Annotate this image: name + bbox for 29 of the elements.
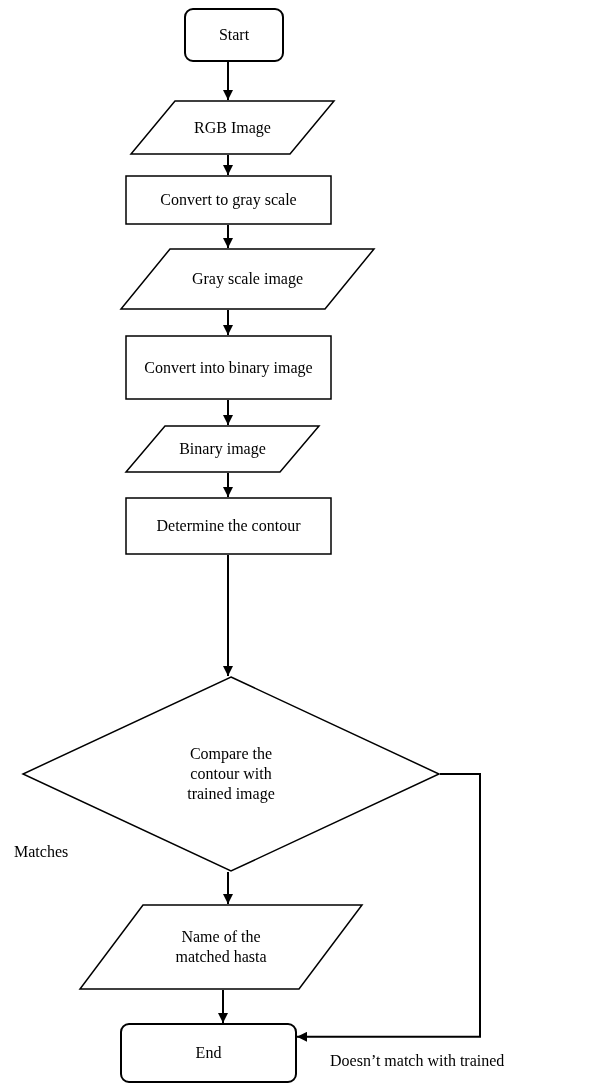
process-box	[125, 175, 332, 225]
input-output-parallelogram	[125, 425, 320, 473]
arrow	[223, 224, 233, 249]
arrow	[223, 154, 233, 176]
node-text: RGB Image	[194, 117, 271, 138]
node-text: Determine the contour	[156, 516, 301, 536]
node-text: Convert into binary image	[144, 357, 313, 378]
node-text: Convert to gray scale	[160, 190, 297, 210]
node-text: Gray scale image	[191, 269, 304, 289]
arrow	[223, 399, 233, 426]
node-text: Compare the contour with trained image	[186, 744, 276, 804]
arrow	[296, 773, 481, 1042]
arrow	[218, 989, 228, 1024]
arrow	[223, 554, 233, 677]
terminal-box	[120, 1023, 297, 1083]
arrow	[223, 871, 233, 905]
node-text: Binary image	[179, 439, 266, 459]
input-output-parallelogram	[79, 904, 363, 990]
process-box	[125, 497, 332, 555]
process-box	[125, 335, 332, 400]
input-output-parallelogram	[130, 100, 335, 155]
arrow	[223, 61, 233, 101]
node-text: End	[195, 1043, 222, 1063]
node-text: Name of the matched hasta	[174, 927, 268, 967]
terminal-box	[184, 8, 284, 62]
input-output-parallelogram	[120, 248, 375, 310]
arrow	[223, 472, 233, 498]
node-text: Start	[218, 25, 250, 45]
arrow	[223, 309, 233, 336]
